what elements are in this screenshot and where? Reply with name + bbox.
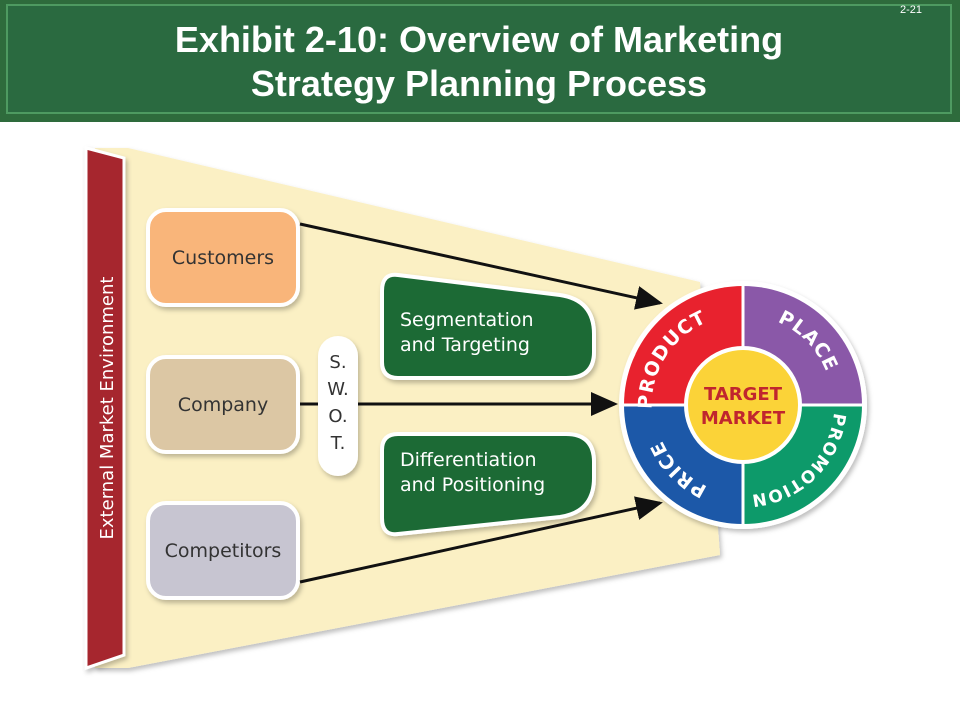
title-line-2: Strategy Planning Process [250, 63, 708, 104]
input-label-competitors: Competitors [165, 540, 282, 562]
input-box-customers: Customers [146, 208, 300, 307]
title-banner: Exhibit 2-10: Overview of Marketing Stra… [6, 4, 952, 114]
slide-title: Exhibit 2-10: Overview of Marketing Stra… [8, 18, 950, 106]
input-label-company: Company [178, 394, 268, 416]
target-market-center [684, 346, 802, 464]
segmentation-line-1: Segmentation [400, 309, 534, 331]
segmentation-line-2: and Targeting [400, 334, 530, 356]
title-line-1: Exhibit 2-10: Overview of Marketing [174, 19, 784, 60]
differentiation-line-2: and Positioning [400, 474, 545, 496]
swot-w: W. [327, 379, 348, 400]
environment-bar: External Market Environment [84, 146, 126, 671]
arrow-customers-to-mix [299, 222, 663, 310]
arrow-competitors-to-mix [299, 496, 663, 584]
marketing-mix-wheel [619, 281, 867, 529]
input-box-competitors: Competitors [146, 501, 300, 600]
swot-o: O. [328, 406, 347, 427]
swot-pill: S. W. O. T. [318, 336, 358, 476]
target-market-line-1: TARGET [704, 384, 783, 405]
differentiation-positioning-box: Differentiation and Positioning [380, 432, 596, 537]
segmentation-targeting-box: Segmentation and Targeting [380, 272, 596, 380]
strategy-planning-diagram: External Market Environment Customers Co… [84, 146, 867, 671]
target-market-line-2: MARKET [701, 408, 786, 429]
differentiation-line-1: Differentiation [400, 449, 537, 471]
swot-t: T. [330, 433, 346, 454]
slide-number: 2-21 [899, 4, 922, 16]
slide-header: Exhibit 2-10: Overview of Marketing Stra… [0, 0, 960, 122]
input-box-company: Company [146, 355, 300, 454]
input-label-customers: Customers [172, 247, 274, 269]
swot-s: S. [329, 352, 346, 373]
environment-label: External Market Environment [97, 277, 118, 540]
